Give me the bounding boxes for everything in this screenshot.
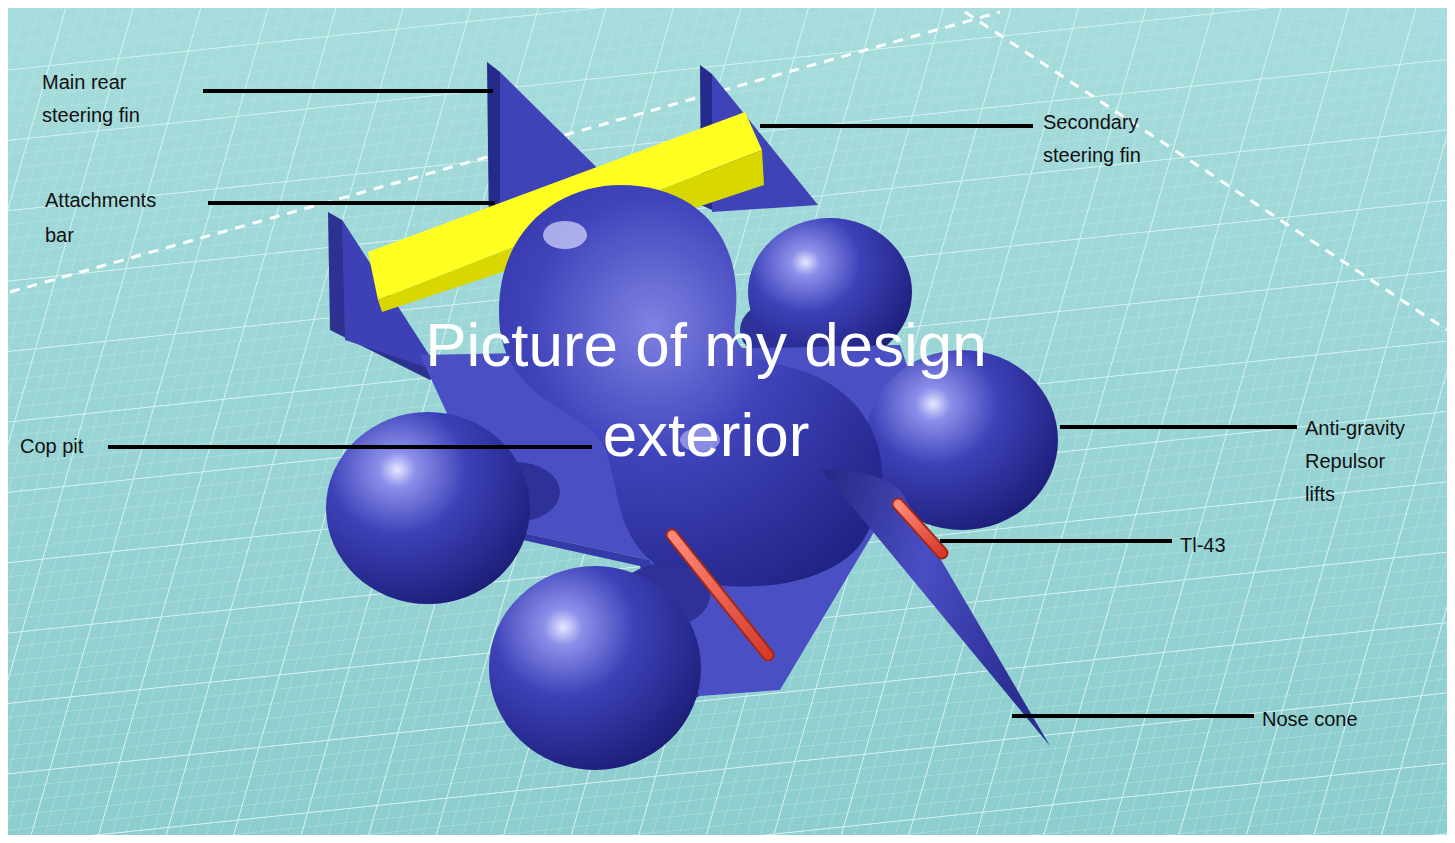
leader-line <box>208 201 495 205</box>
grid-major <box>8 8 1447 835</box>
highlight <box>543 221 587 249</box>
part-label: Attachments bar <box>45 183 170 253</box>
cockpit-body <box>499 185 882 587</box>
repulsor-lift <box>489 566 701 770</box>
repulsor-lift <box>326 412 530 604</box>
leader-line <box>940 539 1172 543</box>
grid-floor <box>8 8 1447 835</box>
grid-minor <box>8 8 1447 835</box>
tl43-rod <box>672 535 768 655</box>
craft <box>326 62 1058 770</box>
part-label: Cop pit <box>20 430 110 463</box>
leader-lines <box>108 91 1297 716</box>
part-label: Anti-gravity Repulsor lifts <box>1305 412 1417 511</box>
tl43-rod <box>898 504 942 553</box>
leader-line <box>203 89 493 93</box>
watermark-text: Picture of my design exterior <box>376 300 1036 480</box>
part-label: Secondary steering fin <box>1043 106 1163 172</box>
part-label: Main rear steering fin <box>42 66 162 132</box>
leader-line <box>1012 714 1254 718</box>
tl43-rod <box>672 535 768 655</box>
leader-line <box>760 124 1033 128</box>
part-label: Tl-43 <box>1180 529 1260 562</box>
part-label: Nose cone <box>1262 703 1402 736</box>
dashed-guide <box>965 12 1447 330</box>
leader-line <box>1060 425 1297 429</box>
leader-line <box>108 445 592 449</box>
nose-cone <box>822 470 1050 746</box>
tl43-rod <box>898 504 942 553</box>
